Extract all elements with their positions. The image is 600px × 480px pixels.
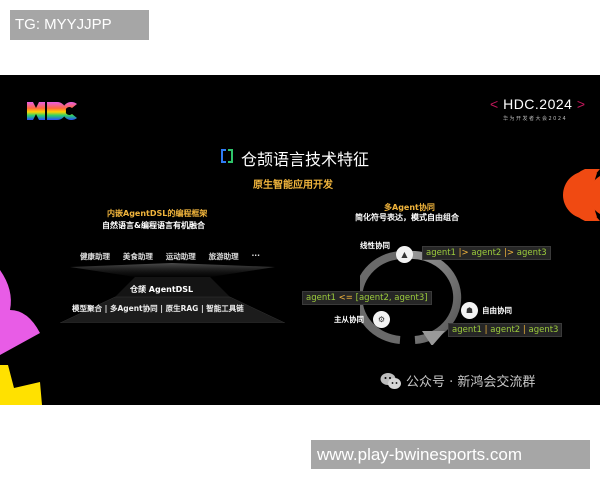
app-item: 健康助理 [80,252,110,261]
app-item: 美食助理 [122,252,153,261]
left-subheading: 自然语言&编程语言有机融合 [102,221,205,230]
app-list: 健康助理 美食助理 运动助理 旅游助理 ··· [80,251,260,262]
gears-icon: ⚙ [373,311,390,328]
mode-label-master-slave: 主从协同 [334,315,364,324]
mode-label-free: 自由协同 [482,306,512,315]
wechat-account: 公众号 · 新鸿会交流群 [380,371,535,390]
capabilities-label: 模型聚合 | 多Agent协同 | 原生RAG | 智能工具链 [72,304,244,313]
cangjie-logo-icon [221,149,233,163]
bracket-left: < [490,96,499,112]
left-heading: 内嵌AgentDSL的编程框架 [107,209,208,218]
slide-subtitle: 原生智能应用开发 [253,180,333,191]
watermark-bottom: www.play-bwinesports.com [311,440,590,469]
pink-yellow-decor-shape [0,270,42,405]
agentdsl-core-label: 仓颉 AgentDSL [130,285,194,294]
event-name: HDC.2024 [503,96,573,112]
event-subtitle: 华为开发者大会2024 [503,116,568,122]
mode-label-linear: 线性协同 [360,241,390,250]
hdc-logo-icon [27,102,77,120]
presentation-slide: < HDC.2024 > 华为开发者大会2024 仓颉语言技术特征 原生智能应用… [0,75,600,405]
group-people-icon: ☗ [461,302,478,319]
orange-decor-shape [563,169,600,221]
code-free: agent1 | agent2 | agent3 [448,323,563,337]
platform-fan-graphic [60,263,285,323]
code-master-slave: agent1 <= [agent2, agent3] [302,291,432,305]
wechat-account-text: 公众号 · 新鸿会交流群 [406,375,536,390]
linear-flow-icon: ▲ [396,246,413,263]
bracket-right: > [576,96,586,112]
right-heading: 多Agent协同 [384,203,435,212]
code-linear: agent1 |> agent2 |> agent3 [422,246,551,260]
wechat-icon [380,372,401,389]
app-item-more: ··· [251,251,260,260]
watermark-top: TG: MYYJJPP [10,10,149,40]
app-item: 运动助理 [165,252,196,261]
slide-title: 仓颉语言技术特征 [241,150,370,169]
event-title: < HDC.2024 > [490,96,586,112]
app-item: 旅游助理 [208,252,239,261]
right-subheading: 简化符号表达，模式自由组合 [355,213,459,222]
